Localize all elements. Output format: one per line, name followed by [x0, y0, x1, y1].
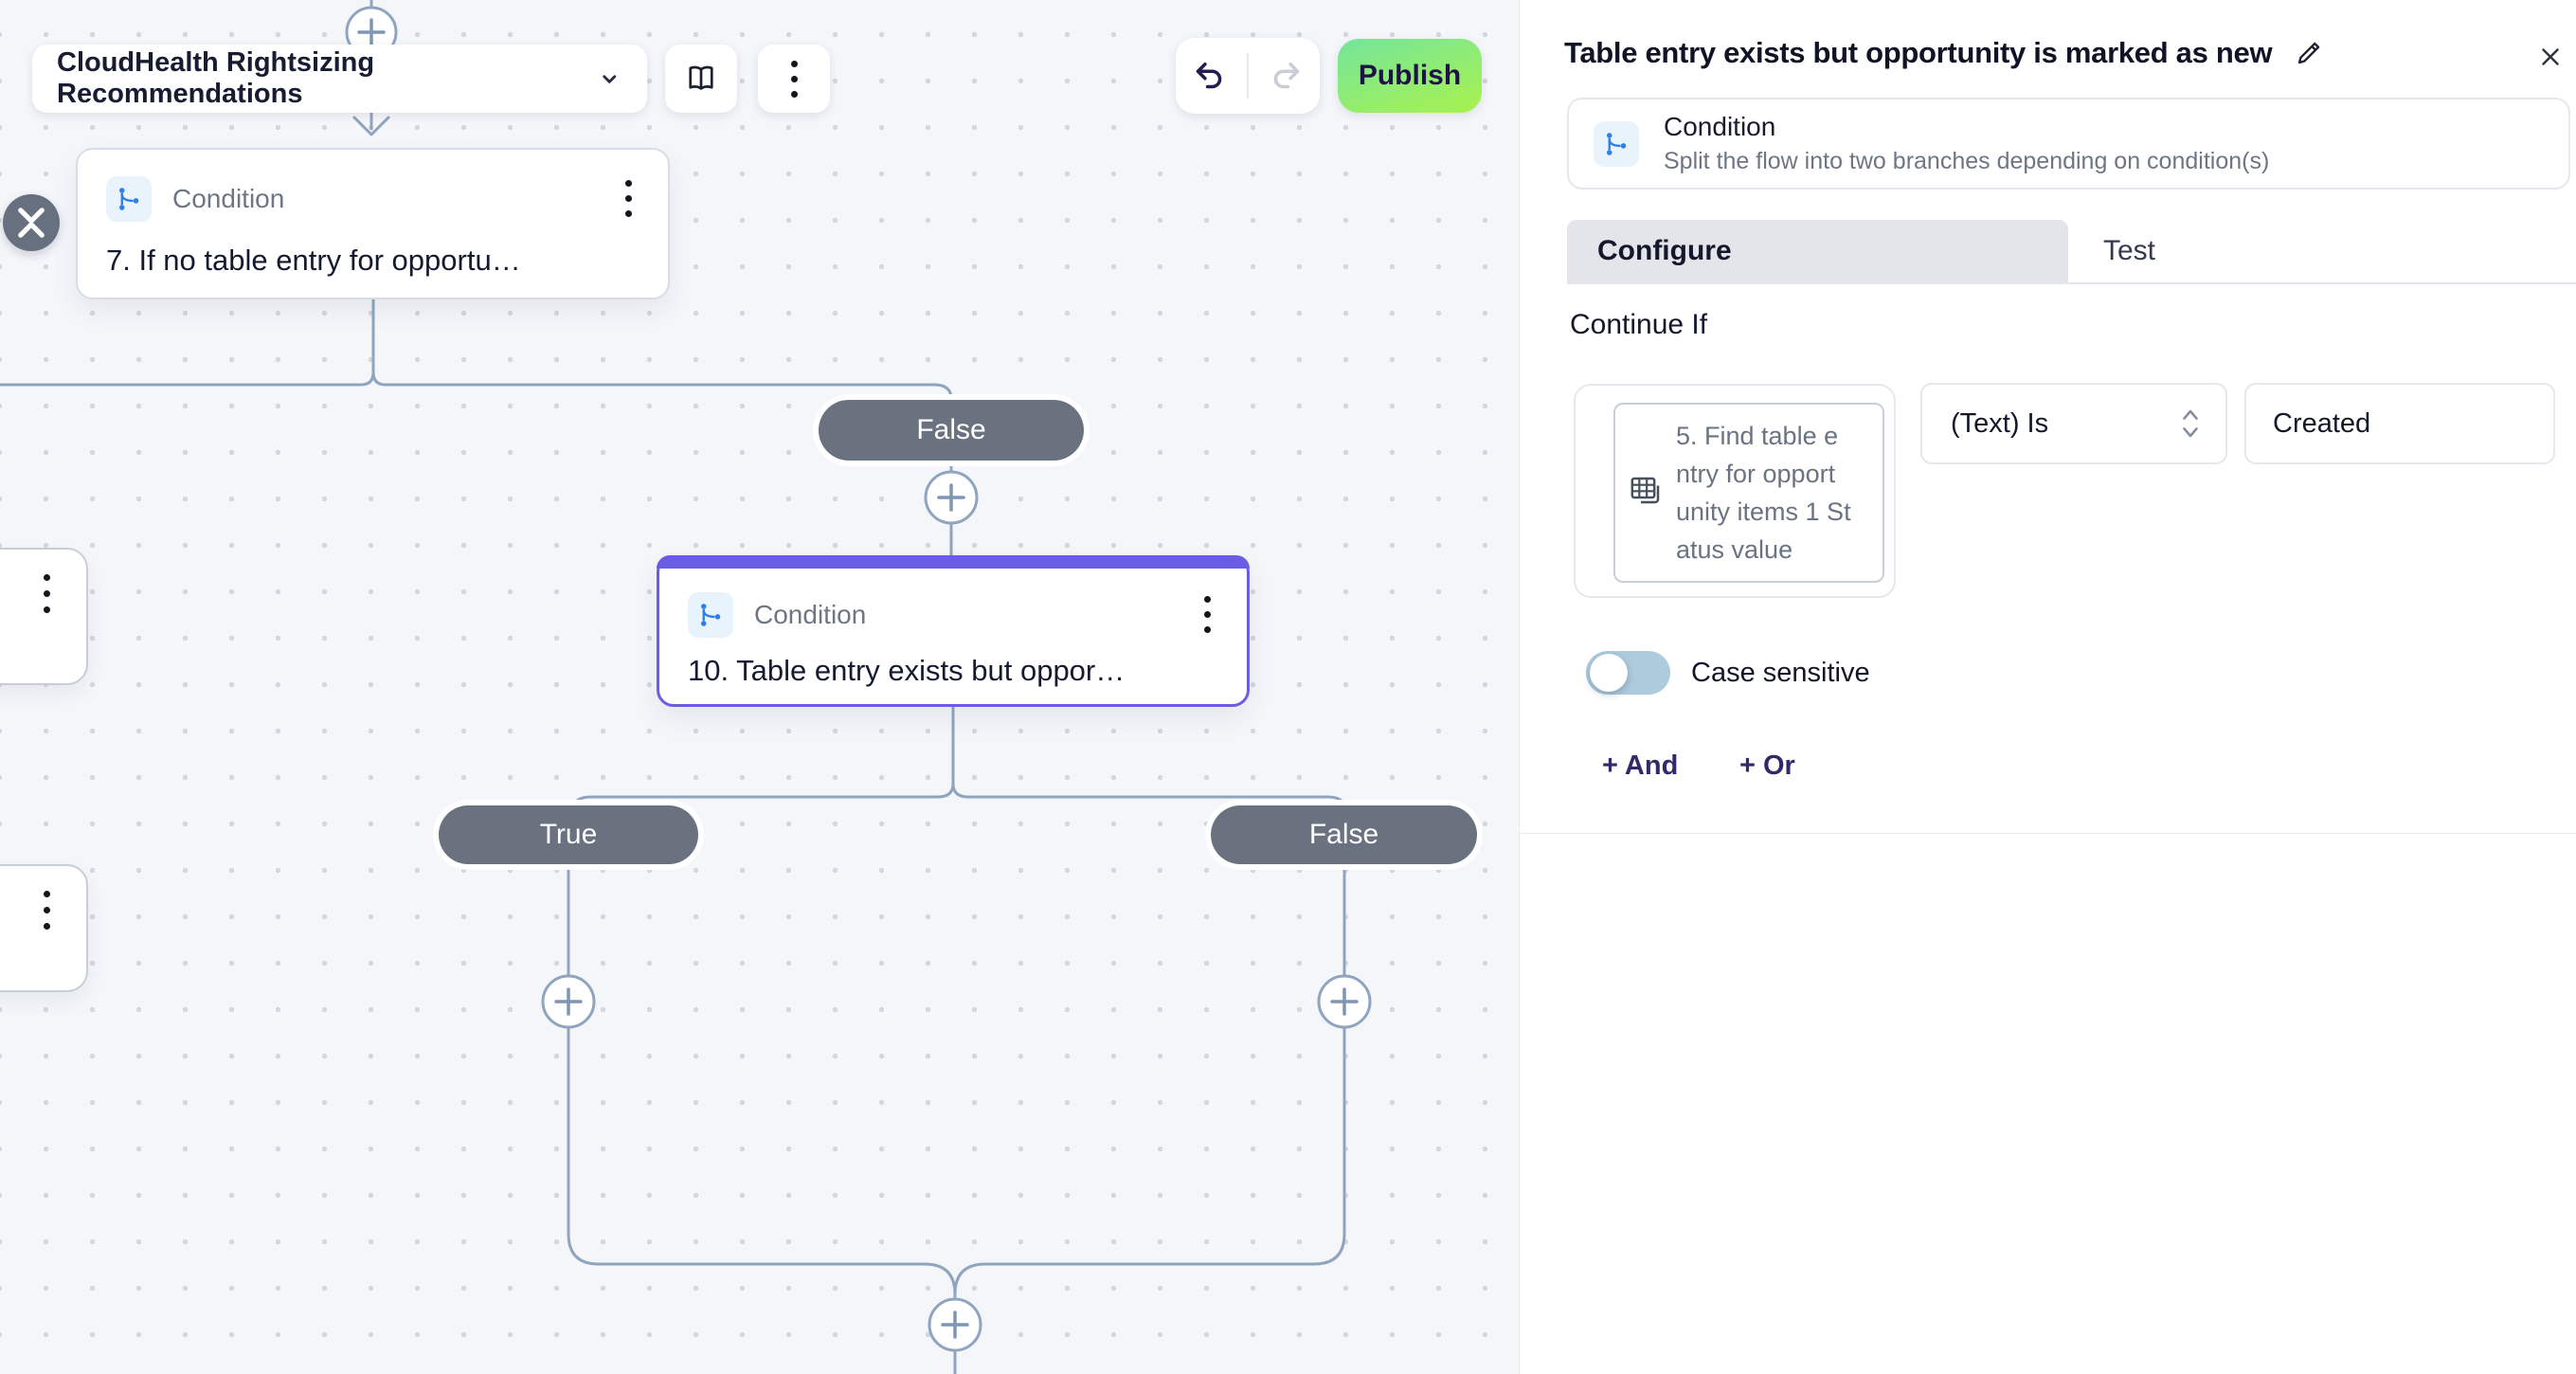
collapse-branch-button[interactable]: [3, 194, 60, 251]
pencil-icon: [2298, 42, 2320, 64]
condition-branch-icon: [106, 175, 152, 222]
add-step-bottom-button[interactable]: [928, 1297, 982, 1352]
add-step-true-button[interactable]: [541, 974, 596, 1029]
panel-title: Table entry exists but opportunity is ma…: [1564, 36, 2273, 69]
branch-label-false-top: False: [819, 400, 1084, 461]
step-type-card: Condition Split the flow into two branch…: [1567, 98, 2570, 190]
step-type-description: Split the flow into two branches dependi…: [1664, 148, 2270, 174]
panel-section-divider: [1520, 833, 2576, 834]
kebab-icon: [790, 60, 798, 98]
book-icon: [689, 65, 713, 90]
condition-branch-icon: [1594, 120, 1639, 167]
redo-icon: [1273, 63, 1300, 89]
step-type-name: Condition: [1664, 112, 1776, 141]
flow-node-partial-1[interactable]: [0, 548, 88, 685]
recipe-name: CloudHealth Rightsizing Recommendations: [57, 47, 375, 109]
condition-datapill[interactable]: 5. Find table e ntry for opport unity it…: [1613, 403, 1884, 583]
node-title: 7. If no table entry for opportu…: [106, 244, 521, 277]
continue-if-label: Continue If: [1570, 309, 1708, 340]
datapill-text: 5. Find table e ntry for opport unity it…: [1676, 422, 1851, 564]
flow-node-partial-2[interactable]: [0, 864, 88, 992]
table-icon: [1630, 477, 1660, 504]
operator-select[interactable]: (Text) Is: [1920, 383, 2227, 464]
add-and-condition-button[interactable]: + And: [1602, 750, 1679, 781]
node-type-label: Condition: [172, 183, 285, 213]
history-controls: [1176, 38, 1320, 114]
divider: [1247, 53, 1249, 99]
flow-node-condition-10[interactable]: Condition 10. Table entry exists but opp…: [657, 555, 1250, 707]
node-menu-icon[interactable]: [618, 174, 639, 223]
branch-label-false-bottom: False: [1211, 805, 1477, 864]
node-menu-icon[interactable]: [1197, 590, 1218, 639]
panel-tabs: Configure Test: [1567, 220, 2576, 284]
redo-button[interactable]: [1258, 45, 1315, 106]
flow-connectors: [0, 0, 1372, 1374]
case-sensitive-toggle[interactable]: [1586, 651, 1670, 695]
step-config-panel: Table entry exists but opportunity is ma…: [1519, 0, 2576, 1374]
publish-button[interactable]: Publish: [1338, 39, 1482, 113]
collapse-icon: [18, 208, 45, 238]
guide-button[interactable]: [665, 45, 737, 113]
chevron-up-down-icon: [2183, 409, 2198, 438]
add-step-button[interactable]: [924, 470, 979, 525]
value-field-container: [2244, 383, 2555, 464]
close-icon: [2542, 48, 2559, 65]
condition-branch-icon: [688, 591, 733, 638]
condition-value-input[interactable]: [2246, 385, 2553, 462]
rename-step-button[interactable]: [2293, 37, 2325, 69]
case-sensitive-label: Case sensitive: [1691, 657, 1870, 688]
recipe-menu-button[interactable]: [758, 45, 830, 113]
tab-test[interactable]: Test: [2103, 235, 2156, 266]
node-type-label: Condition: [754, 599, 867, 629]
undo-button[interactable]: [1180, 45, 1237, 106]
flow-canvas[interactable]: Condition 7. If no table entry for oppor…: [0, 0, 1519, 1374]
chevron-down-icon: [603, 75, 617, 83]
undo-icon: [1196, 63, 1222, 89]
add-or-condition-button[interactable]: + Or: [1739, 750, 1795, 781]
tab-configure[interactable]: Configure: [1567, 220, 2068, 282]
add-step-false-button[interactable]: [1317, 974, 1372, 1029]
recipe-name-dropdown[interactable]: CloudHealth Rightsizing Recommendations: [32, 45, 647, 113]
node-menu-icon[interactable]: [44, 574, 50, 613]
operator-value: (Text) Is: [1951, 407, 2049, 439]
flow-node-condition-7[interactable]: Condition 7. If no table entry for oppor…: [76, 148, 670, 299]
condition-field-container: 5. Find table e ntry for opport unity it…: [1574, 384, 1896, 598]
node-menu-icon[interactable]: [44, 891, 50, 930]
close-panel-button[interactable]: [2530, 36, 2571, 78]
branch-label-true: True: [439, 805, 698, 864]
node-title: 10. Table entry exists but oppor…: [688, 654, 1126, 687]
